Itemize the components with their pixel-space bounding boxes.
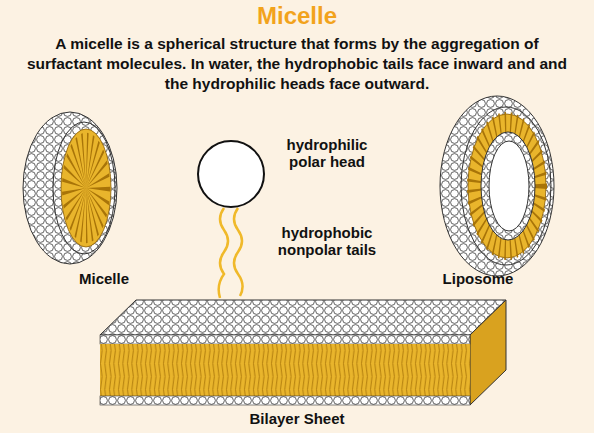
micelle-figure bbox=[23, 112, 117, 264]
micelle-tails bbox=[74, 160, 98, 215]
liposome-figure bbox=[440, 96, 554, 276]
hydrophobic-tail bbox=[234, 208, 243, 296]
bilayer-top-heads bbox=[100, 335, 470, 344]
bilayer-tails bbox=[100, 344, 470, 396]
figure-label: Bilayer Sheet bbox=[222, 410, 372, 428]
polar-head bbox=[198, 141, 264, 207]
liposome-lumen bbox=[489, 141, 529, 231]
micelle-cut-rim bbox=[53, 122, 115, 254]
bilayer-sheet-figure bbox=[100, 300, 506, 405]
bilayer-side-face bbox=[470, 300, 506, 405]
bilayer-top-surface bbox=[100, 300, 506, 335]
bilayer-bottom-heads bbox=[100, 396, 470, 405]
micelle-core bbox=[61, 129, 111, 247]
liposome-cut-rim bbox=[461, 107, 551, 265]
description-text: A micelle is a spherical structure that … bbox=[22, 34, 572, 94]
surfactant-molecule bbox=[198, 141, 264, 304]
part-label: hydrophobic nonpolar tails bbox=[268, 224, 386, 258]
liposome-inner-heads bbox=[481, 132, 535, 240]
micelle-surface bbox=[23, 112, 117, 264]
hydrophobic-tail bbox=[219, 208, 228, 298]
figure-label: Liposome bbox=[428, 270, 528, 288]
figure-label: Micelle bbox=[59, 270, 149, 288]
part-label: hydrophilic polar head bbox=[275, 136, 379, 170]
tail-lines bbox=[74, 160, 98, 215]
liposome-bilayer bbox=[468, 114, 546, 258]
diagram-title: Micelle bbox=[20, 2, 574, 30]
liposome-surface bbox=[440, 96, 554, 276]
